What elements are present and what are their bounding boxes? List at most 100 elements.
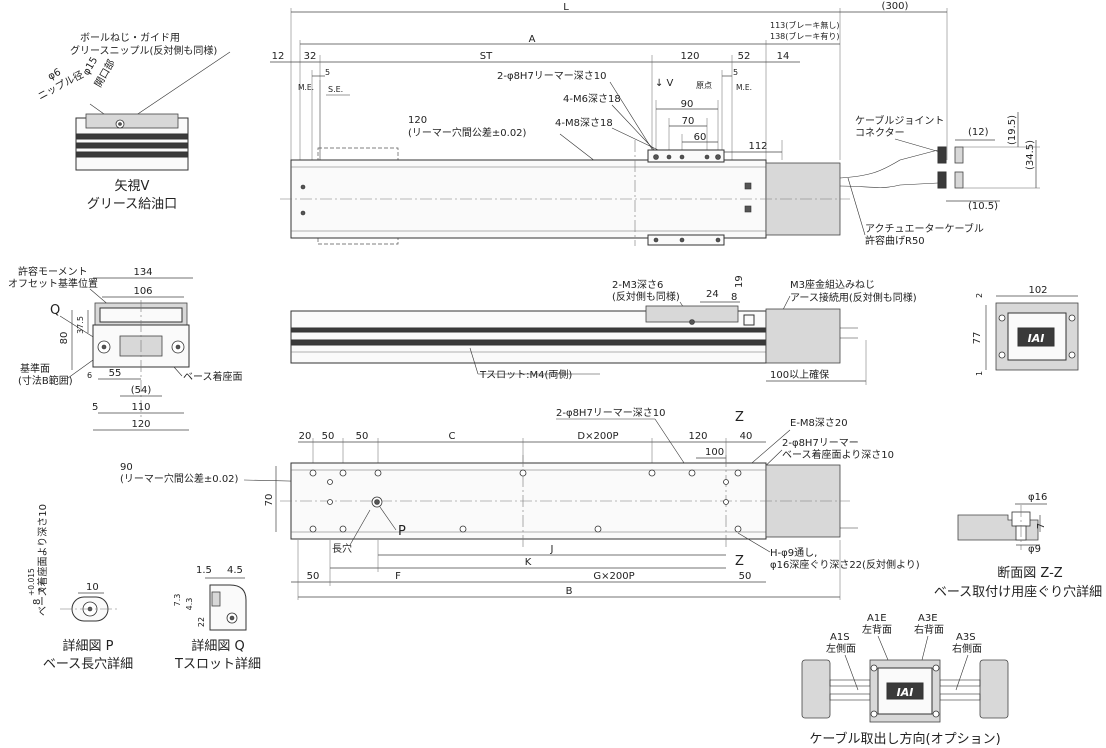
detail-p: ベース着座面より深さ10 8 +0.015 0 10 詳細図 P ベース長穴詳細 [27, 504, 133, 672]
label-a1s-2: 左側面 [826, 642, 856, 655]
note-reamer-pitch: 120 [408, 115, 427, 126]
label-a1e-1: A1E [867, 613, 887, 624]
dim-120-end: 120 [131, 419, 150, 430]
dim-5-right: 5 [733, 68, 738, 77]
dim-2: 2 [975, 293, 984, 298]
dim-55: 55 [109, 368, 122, 379]
dim-54: (54) [131, 385, 152, 396]
dim-cable-34-5: (34.5) [1025, 140, 1036, 170]
dim-L: L [563, 2, 569, 13]
note-actuator-cable-2: 許容曲げR50 [865, 234, 925, 247]
note-m6: 4-M6深さ18 [563, 93, 621, 105]
dim-detail-p-tol-sub: 0 [37, 587, 46, 592]
label-a1e-2: 左背面 [862, 623, 892, 636]
dim-12: 12 [272, 51, 285, 62]
dim-F: F [395, 571, 401, 582]
dim-brake-with: 138(ブレーキ有り) [770, 31, 840, 41]
label-P: P [398, 524, 406, 539]
view-v-grease: ボールねじ・ガイド用 グリースニップル(反対側も同様) φ6 ニップル径 φ15… [35, 32, 231, 212]
dim-J: J [550, 544, 554, 555]
dim-300: (300) [882, 1, 909, 12]
caption-cable-option: ケーブル取出し方向(オプション) [809, 731, 1000, 747]
dim-1: 1 [975, 371, 984, 376]
view-V-arrow: ↓ V [655, 78, 674, 89]
dim-50a: 50 [322, 431, 335, 442]
dim-50b: 50 [356, 431, 369, 442]
dim-70-bottom: 70 [264, 494, 275, 507]
dim-102: 102 [1028, 285, 1047, 296]
note-H2: φ16深座ぐり深さ22(反対側より) [770, 558, 920, 571]
label-Z-bottom: Z [735, 554, 744, 569]
note-reamer2-1: 2-φ8H7リーマー [782, 438, 859, 449]
note-m3-ground-2: アース接続用(反対側も同様) [790, 291, 917, 304]
cable-option: A1E 左背面 A3E 右背面 A1S 左側面 A3S 右側面 IAI ケーブル… [801, 613, 1009, 747]
label-phi15: φ15 [81, 55, 100, 77]
dim-detail-p-tol-sup: +0.015 [27, 568, 36, 596]
dim-80: 80 [59, 332, 70, 345]
logo-iai-option: IAI [897, 686, 914, 699]
label-phi6: φ6 [46, 67, 63, 83]
dim-8: 8 [731, 292, 737, 303]
note-datum-1: 基準面 [20, 362, 50, 375]
bottom-holes [309, 469, 742, 533]
note-grease-1: ボールねじ・ガイド用 [80, 32, 180, 44]
dim-detail-q-22: 22 [197, 617, 206, 627]
note-em8: E-M8深さ20 [790, 417, 848, 429]
dim-5-left: 5 [325, 68, 330, 77]
dim-DxP: D×200P [577, 431, 618, 442]
note-bottom-reamer: 2-φ8H7リーマー深さ10 [556, 407, 666, 419]
dim-50d: 50 [739, 571, 752, 582]
section-z-z: φ16 7 φ9 断面図 Z-Z ベース取付け用座ぐり穴詳細 [934, 492, 1102, 600]
dim-24: 24 [706, 289, 719, 300]
note-cable-joint-2: コネクター [855, 127, 905, 139]
dim-60: 60 [694, 132, 707, 143]
label-slot: 長穴 [332, 542, 352, 555]
label-ME-right: M.E. [736, 83, 752, 92]
dim-A: A [529, 34, 536, 45]
dim-100: 100 [705, 447, 724, 458]
dim-134: 134 [133, 267, 152, 278]
detail-q: 1.5 4.5 7.3 4.3 22 詳細図 Q Tスロット詳細 [173, 565, 261, 672]
note-base-face: ベース着座面 [183, 370, 243, 383]
note-detail-p-depth: ベース着座面より深さ10 [36, 504, 49, 616]
caption-section-1: 断面図 Z-Z [997, 566, 1063, 581]
dim-120-bottom: 120 [688, 431, 707, 442]
dim-14: 14 [777, 51, 790, 62]
dim-90: 90 [681, 99, 694, 110]
caption-detail-p-1: 詳細図 P [63, 638, 114, 654]
dim-section-phi16: φ16 [1028, 492, 1047, 503]
dim-detail-p-10: 10 [86, 582, 99, 593]
dim-K: K [525, 557, 532, 568]
label-Q: Q [50, 303, 60, 318]
dim-32: 32 [304, 51, 317, 62]
dim-19: 19 [734, 275, 745, 288]
dim-detail-q-4-5: 4.5 [227, 565, 243, 576]
note-reamer2-2: ベース着座面より深さ10 [782, 448, 894, 461]
note-tslot: Tスロット:M4(両側) [479, 368, 572, 381]
dim-detail-p-8: 8 [32, 599, 43, 605]
dim-50c: 50 [307, 571, 320, 582]
dim-B: B [566, 586, 573, 597]
caption-section-2: ベース取付け用座ぐり穴詳細 [934, 584, 1102, 600]
dim-ST: ST [480, 51, 493, 62]
dim-6: 6 [87, 371, 92, 380]
dim-52: 52 [738, 51, 751, 62]
label-origin: 原点 [696, 81, 712, 90]
dim-detail-q-1-5: 1.5 [196, 565, 212, 576]
label-SE: S.E. [328, 85, 343, 94]
dim-cable-19-5: (19.5) [1007, 115, 1018, 145]
dim-detail-q-7-3: 7.3 [173, 594, 182, 607]
note-pitch90-2: (リーマー穴間公差±0.02) [120, 472, 239, 485]
dim-5-end: 5 [92, 402, 98, 413]
note-grease-2: グリースニップル(反対側も同様) [70, 44, 217, 57]
label-a3s-2: 右側面 [952, 642, 982, 655]
caption-view-v-1: 矢視V [115, 179, 150, 194]
dim-112: 112 [748, 141, 767, 152]
note-reamer-8h7: 2-φ8H7リーマー深さ10 [497, 70, 607, 82]
dim-20: 20 [299, 431, 312, 442]
caption-view-v-2: グリース給油口 [87, 197, 177, 212]
dim-110: 110 [131, 402, 150, 413]
caption-detail-p-2: ベース長穴詳細 [43, 656, 133, 672]
logo-iai: IAI [1028, 332, 1045, 345]
